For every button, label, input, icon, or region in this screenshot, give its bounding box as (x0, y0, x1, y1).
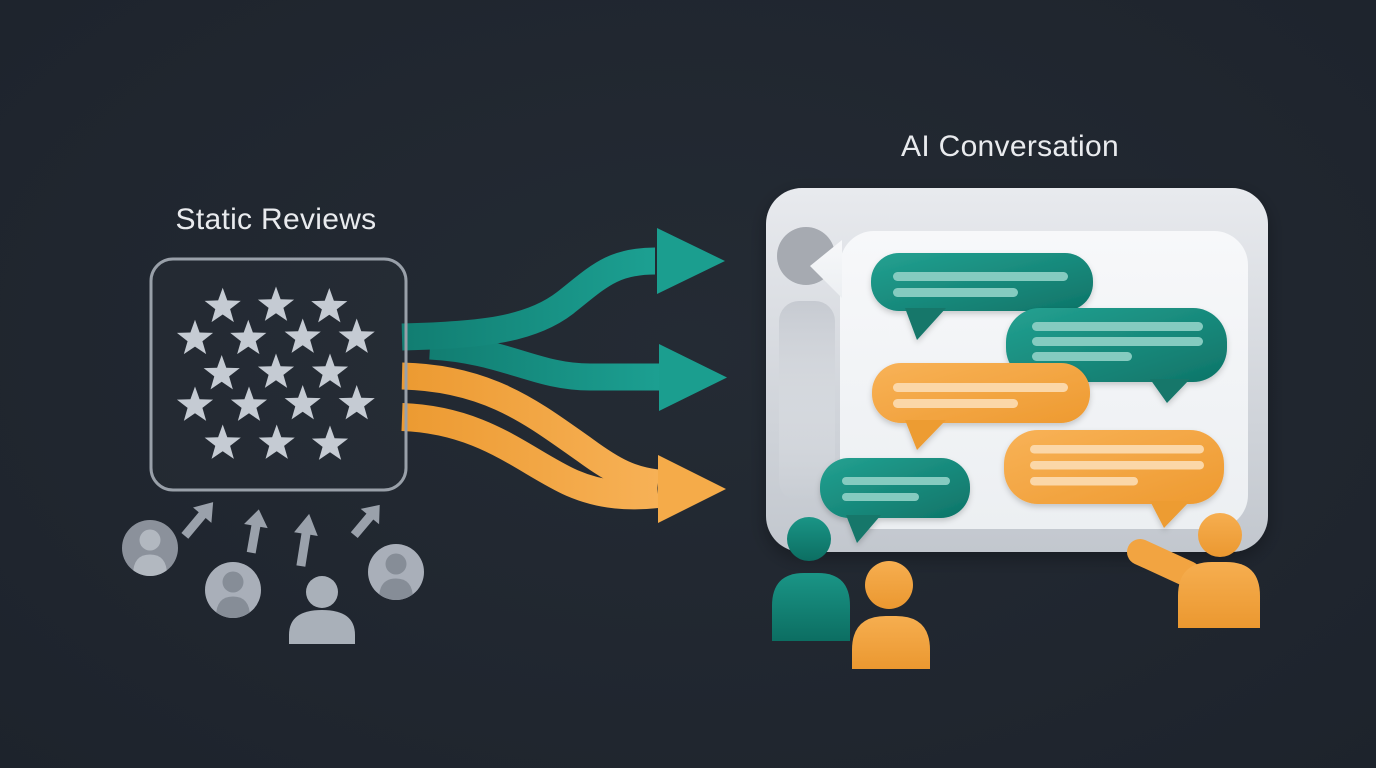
ai-conversation-title: AI Conversation (901, 130, 1119, 163)
static-reviews-box (149, 257, 408, 492)
orange-arrow-bottom-icon (401, 362, 726, 523)
conversation-participants (772, 513, 1260, 669)
chat-bubble-orange-1 (872, 363, 1090, 450)
reviewer-avatar-icon (122, 520, 178, 578)
reviewer-avatar-icon (205, 562, 261, 620)
reviewer-silhouette-icon (289, 576, 355, 644)
up-arrow-icon (175, 494, 223, 544)
chat-bubble-teal-1 (871, 253, 1093, 340)
orange-person-icon (852, 561, 930, 669)
teal-arrow-middle-icon (429, 332, 727, 411)
teal-person-icon (772, 517, 850, 641)
orange-ribbon-lower-icon (401, 403, 660, 510)
chat-bubble-orange-2 (1004, 430, 1224, 528)
reviewer-avatar-icon (368, 544, 424, 602)
flow-ribbons (401, 228, 727, 523)
chat-bubble-teal-3 (820, 458, 970, 543)
up-arrow-icon (345, 497, 389, 543)
chat-bubbles (820, 253, 1227, 543)
static-reviews-title: Static Reviews (175, 203, 377, 236)
reviewers-cluster (122, 494, 424, 644)
user-body-placeholder (779, 301, 835, 501)
up-arrow-icon (289, 512, 321, 568)
orange-person-raised-arm-icon (1127, 513, 1260, 628)
up-arrow-icon (239, 507, 271, 555)
teal-arrow-top-icon (401, 228, 725, 351)
